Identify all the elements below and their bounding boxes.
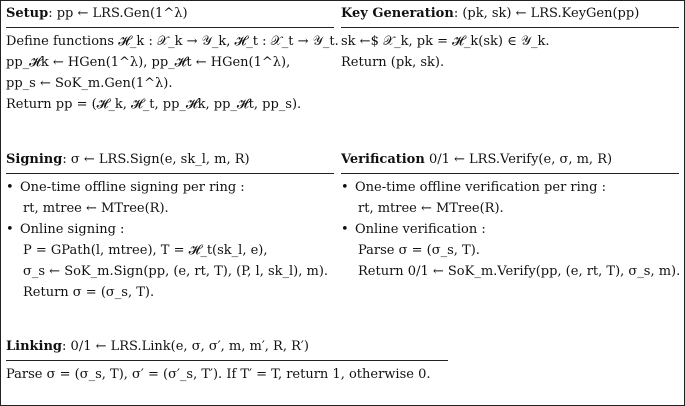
keygen-line: sk ←$ 𝒳_k, pk = 𝓗_k(sk) ∈ 𝒴_k.	[341, 34, 550, 49]
signing-header: Signing: σ ← LRS.Sign(e, sk_l, m, R)	[6, 149, 334, 171]
linking-divider	[6, 360, 448, 361]
signing-bullet-offline: • One-time offline signing per ring :	[6, 177, 334, 198]
verification-bullet-label: Online verification :	[355, 222, 486, 237]
setup-header: Setup: pp ← LRS.Gen(1^λ)	[6, 3, 334, 25]
setup-title: Setup	[6, 6, 49, 21]
linking-title: Linking	[6, 339, 63, 354]
signing-box: Signing: σ ← LRS.Sign(e, sk_l, m, R) • On…	[6, 149, 334, 303]
setup-line: Return pp = (𝓗_k, 𝓗_t, pp_𝓗k, pp_𝓗t, pp_…	[6, 97, 302, 112]
keygen-box: Key Generation: (pk, sk) ← LRS.KeyGen(pp…	[341, 3, 679, 73]
verification-line: Parse σ = (σ_s, T).	[358, 243, 480, 258]
keygen-signature: : (pk, sk) ← LRS.KeyGen(pp)	[453, 6, 640, 21]
signing-line: rt, mtree ← MTree(R).	[23, 201, 169, 216]
verification-signature: 0/1 ← LRS.Verify(e, σ, m, R)	[424, 152, 613, 167]
signing-line: P = GPath(l, mtree), T = 𝓗_t(sk_l, e),	[23, 243, 268, 258]
signing-bullet-label: One-time offline signing per ring :	[20, 180, 245, 195]
setup-signature: : pp ← LRS.Gen(1^λ)	[48, 6, 188, 21]
signing-title: Signing	[6, 152, 63, 167]
verification-divider	[341, 173, 679, 174]
setup-box: Setup: pp ← LRS.Gen(1^λ) Define function…	[6, 3, 339, 115]
verification-header: Verification 0/1 ← LRS.Verify(e, σ, m, R…	[341, 149, 679, 171]
signing-bullet-label: Online signing :	[20, 222, 125, 237]
linking-header: Linking: 0/1 ← LRS.Link(e, σ, σ′, m, m′,…	[6, 336, 448, 358]
keygen-header: Key Generation: (pk, sk) ← LRS.KeyGen(pp…	[341, 3, 679, 25]
linking-box: Linking: 0/1 ← LRS.Link(e, σ, σ′, m, m′,…	[6, 336, 448, 385]
signing-divider	[6, 173, 334, 174]
verification-bullet-online: • Online verification :	[341, 219, 679, 240]
setup-divider	[6, 27, 334, 28]
verification-line: Return 0/1 ← SoK_m.Verify(pp, (e, rt, T)…	[358, 264, 681, 279]
keygen-divider	[341, 27, 679, 28]
linking-line: Parse σ = (σ_s, T), σ′ = (σ′_s, T′). If …	[6, 367, 431, 382]
verification-bullet-offline: • One-time offline verification per ring …	[341, 177, 679, 198]
bullet-icon: •	[6, 180, 14, 195]
bullet-icon: •	[341, 180, 349, 195]
verification-box: Verification 0/1 ← LRS.Verify(e, σ, m, R…	[341, 149, 681, 282]
bullet-icon: •	[6, 222, 14, 237]
signing-line: Return σ = (σ_s, T).	[23, 285, 155, 300]
setup-line: pp_𝓗k ← HGen(1^λ), pp_𝓗t ← HGen(1^λ),	[6, 55, 291, 70]
verification-bullet-label: One-time offline verification per ring :	[355, 180, 606, 195]
bullet-icon: •	[341, 222, 349, 237]
setup-line: pp_s ← SoK_m.Gen(1^λ).	[6, 76, 173, 91]
signing-line: σ_s ← SoK_m.Sign(pp, (e, rt, T), (P, l, …	[23, 264, 329, 279]
keygen-title: Key Generation	[341, 6, 454, 21]
signing-signature: : σ ← LRS.Sign(e, sk_l, m, R)	[62, 152, 250, 167]
linking-signature: : 0/1 ← LRS.Link(e, σ, σ′, m, m′, R, R′)	[62, 339, 309, 354]
setup-line: Define functions 𝓗_k : 𝒳_k → 𝒴_k, 𝓗_t : …	[6, 34, 339, 49]
keygen-line: Return (pk, sk).	[341, 55, 445, 70]
verification-line: rt, mtree ← MTree(R).	[358, 201, 504, 216]
signing-bullet-online: • Online signing :	[6, 219, 334, 240]
verification-title: Verification	[341, 152, 425, 167]
